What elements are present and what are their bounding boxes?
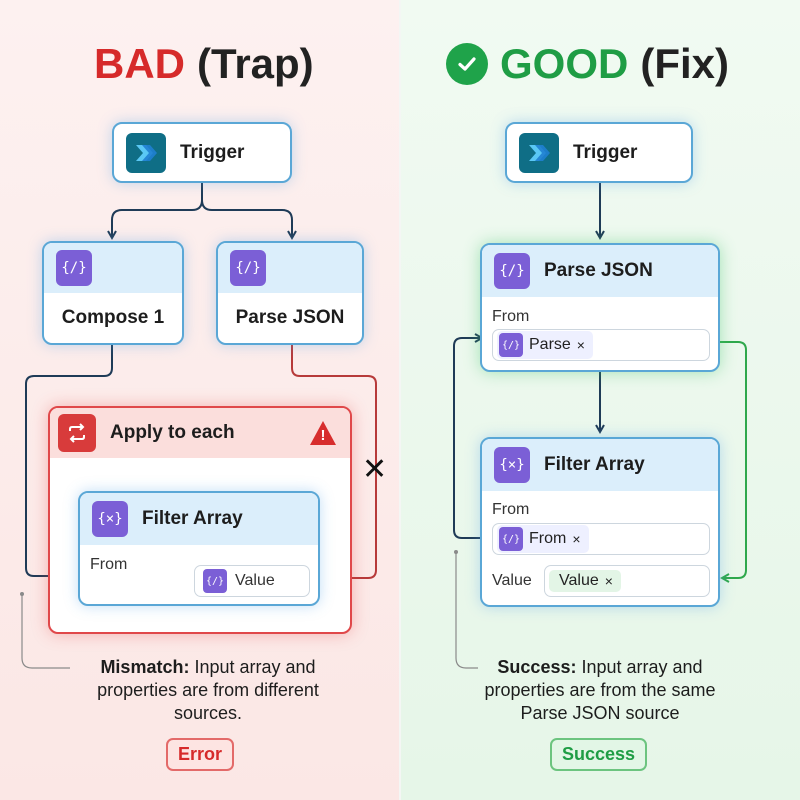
bad-heading: BAD (Trap) <box>94 40 314 88</box>
compose-node[interactable]: {/} Compose 1 <box>42 241 184 345</box>
good-trigger-title: Trigger <box>573 141 638 163</box>
bad-caption-bold: Mismatch: <box>100 657 190 677</box>
good-filter-node[interactable]: {×} Filter Array From {/} From × Value V… <box>480 437 720 607</box>
good-caption: Success: Input array and properties are … <box>450 656 750 725</box>
expression-icon: {/} <box>56 250 92 286</box>
expression-icon: {/} <box>203 569 227 593</box>
filter-icon: {×} <box>494 447 530 483</box>
good-parse-title: Parse JSON <box>544 260 653 281</box>
remove-token-icon[interactable]: × <box>572 531 581 547</box>
remove-token-icon[interactable]: × <box>604 573 613 589</box>
parse-token-label: Parse <box>529 336 571 353</box>
bad-trigger-title: Trigger <box>180 141 245 163</box>
bad-caption-line3: sources. <box>173 703 243 723</box>
from-token-label: From <box>529 530 567 547</box>
value-token[interactable]: Value × <box>549 570 621 592</box>
bad-trigger-node[interactable]: Trigger <box>112 122 292 183</box>
good-filter-title: Filter Array <box>544 454 645 475</box>
bad-heading-tag: BAD <box>94 40 185 87</box>
bad-filter-title: Filter Array <box>142 508 243 529</box>
warning-mark: ! <box>320 427 326 444</box>
bad-filter-node[interactable]: {×} Filter Array From {/} Value <box>78 491 320 606</box>
good-parse-from-label: From <box>492 308 530 325</box>
bad-value-field[interactable]: {/} Value <box>194 565 310 597</box>
bad-value-chip-label: Value <box>235 572 275 589</box>
good-caption-line1: Input array and <box>576 657 703 677</box>
good-parse-node[interactable]: {/} Parse JSON From {/} Parse × <box>480 243 720 372</box>
apply-to-each-title: Apply to each <box>110 422 235 443</box>
good-value-label: Value <box>492 572 532 589</box>
success-badge: Success <box>550 738 648 771</box>
power-automate-icon <box>519 132 559 173</box>
expression-icon: {/} <box>494 253 530 289</box>
from-token[interactable]: {/} From × <box>497 525 589 553</box>
filter-icon: {×} <box>92 501 128 537</box>
bad-caption-line1: Input array and <box>189 657 316 677</box>
bad-heading-rest: (Trap) <box>197 40 314 87</box>
good-parse-from-field[interactable]: {/} Parse × <box>492 329 710 361</box>
bad-parse-title: Parse JSON <box>235 307 345 328</box>
check-circle-icon <box>446 43 488 85</box>
compose-title: Compose 1 <box>61 307 165 328</box>
bad-from-label: From <box>90 556 128 573</box>
loop-icon <box>58 414 96 452</box>
good-filter-from-field[interactable]: {/} From × <box>492 523 710 555</box>
good-filter-from-label: From <box>492 501 530 518</box>
expression-icon: {/} <box>230 250 266 286</box>
good-heading: GOOD (Fix) <box>446 40 729 88</box>
good-heading-tag: GOOD <box>500 40 629 87</box>
good-heading-rest: (Fix) <box>640 40 729 87</box>
good-trigger-node[interactable]: Trigger <box>505 122 693 183</box>
good-caption-line2: properties are from the same <box>484 680 716 700</box>
bad-parse-node[interactable]: {/} Parse JSON <box>216 241 364 345</box>
good-caption-bold: Success: <box>497 657 577 677</box>
bad-caption-line2: properties are from different <box>97 680 319 700</box>
bad-caption: Mismatch: Input array and properties are… <box>58 656 358 725</box>
panel-divider <box>399 0 401 800</box>
good-value-field[interactable]: Value × <box>544 565 710 597</box>
warning-icon: ! <box>308 419 338 447</box>
power-automate-icon <box>126 132 166 173</box>
expression-icon: {/} <box>499 333 523 357</box>
error-badge: Error <box>166 738 235 771</box>
parse-token[interactable]: {/} Parse × <box>497 331 593 359</box>
expression-icon: {/} <box>499 527 523 551</box>
broken-link-cross-icon: ✕ <box>362 453 388 486</box>
good-caption-line3: Parse JSON source <box>520 703 680 723</box>
value-token-label: Value <box>559 572 599 589</box>
remove-token-icon[interactable]: × <box>576 337 585 353</box>
